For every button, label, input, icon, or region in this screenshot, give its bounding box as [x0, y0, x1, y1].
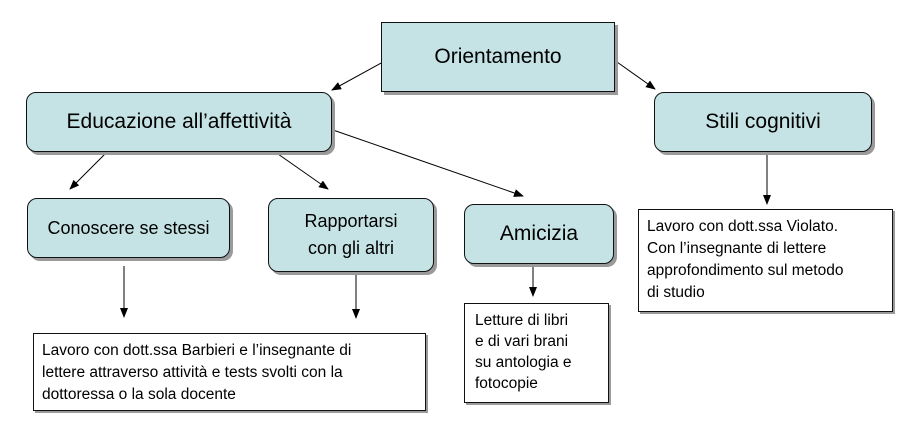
note-violato-line4: di studio — [647, 284, 705, 301]
node-rapportarsi-line2: con gli altri — [307, 238, 395, 258]
note-letture-line1: Letture di libri — [475, 312, 569, 329]
node-rapportarsi-line1: Rapportarsi — [304, 211, 398, 231]
note-violato-line1: Lavoro con dott.ssa Violato. — [647, 218, 839, 235]
arrow-root-to-stili — [616, 61, 656, 90]
arrow-root-to-educazione — [331, 61, 384, 91]
note-barbieri-line1: Lavoro con dott.ssa Barbieri e l’insegna… — [42, 342, 352, 359]
note-barbieri: Lavoro con dott.ssa Barbieri e l’insegna… — [33, 333, 426, 411]
note-barbieri-line2: lettere attraverso attività e tests svol… — [42, 364, 343, 381]
node-stili-label: Stili cognitivi — [705, 110, 821, 133]
arrow-educazione-to-amicizia — [332, 129, 524, 197]
note-letture-line3: su antologia e — [475, 354, 572, 371]
node-amicizia: Amicizia — [464, 204, 614, 264]
arrow-educazione-to-rapportarsi — [277, 153, 329, 190]
node-conoscere-label: Conoscere se stessi — [47, 217, 210, 238]
note-violato-line3: approfondimento sul metodo — [647, 262, 844, 279]
note-barbieri-line3: dottoressa o la sola docente — [42, 386, 236, 403]
node-conoscere-se-stessi: Conoscere se stessi — [27, 198, 230, 258]
node-amicizia-label: Amicizia — [499, 222, 579, 245]
arrow-educazione-to-conoscere — [69, 153, 106, 190]
node-educazione-affettivita: Educazione all’affettività — [26, 92, 332, 152]
node-stili-cognitivi: Stili cognitivi — [654, 92, 872, 152]
node-rapportarsi: Rapportarsi con gli altri — [268, 198, 434, 272]
note-letture: Letture di libri e di vari brani su anto… — [464, 303, 609, 403]
node-educazione-label: Educazione all’affettività — [66, 110, 292, 133]
node-orientamento-label: Orientamento — [434, 45, 562, 68]
note-violato: Lavoro con dott.ssa Violato. Con l’inseg… — [638, 209, 893, 312]
note-letture-line4: fotocopie — [475, 375, 538, 392]
node-orientamento: Orientamento — [381, 22, 615, 92]
note-letture-line2: e di vari brani — [475, 333, 569, 350]
note-violato-line2: Con l’insegnante di lettere — [647, 240, 827, 257]
